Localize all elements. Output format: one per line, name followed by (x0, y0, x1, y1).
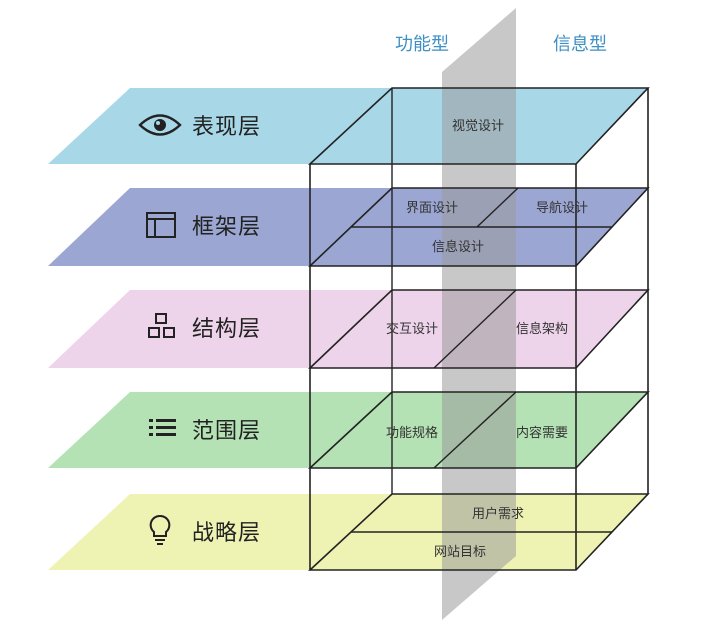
structure-split-diagonal (433, 289, 517, 369)
cell-navigation-design: 导航设计 (536, 200, 588, 216)
layer-surface (48, 88, 392, 164)
cell-site-objectives: 网站目标 (434, 545, 486, 560)
divider-band (442, 8, 516, 620)
layer-scope-band (48, 392, 392, 468)
layer-skeleton-band (48, 188, 392, 266)
layer-skeleton (48, 188, 392, 266)
cell-interface-design: 界面设计 (406, 201, 458, 216)
layer-scope-name: 范围层 (192, 419, 261, 444)
eye-icon (138, 114, 182, 136)
layer-strategy-name: 战略层 (192, 521, 261, 546)
layer-strategy-band (48, 494, 392, 570)
window-icon (146, 212, 176, 238)
layer-structure-band (48, 290, 392, 368)
layer-surface-band (48, 88, 392, 164)
layer-strategy (48, 494, 392, 570)
hierarchy-icon (148, 313, 175, 338)
column-functional-label: 功能型 (395, 34, 449, 55)
list-icon (149, 419, 176, 436)
layer-structure-name: 结构层 (192, 317, 261, 342)
cell-user-needs: 用户需求 (472, 506, 524, 522)
cell-visual-design: 视觉设计 (452, 119, 504, 134)
layer-surface-name: 表现层 (192, 115, 261, 140)
column-informational-label: 信息型 (553, 34, 607, 55)
layer-skeleton-name: 框架层 (192, 215, 261, 240)
scope-split-diagonal (433, 391, 517, 469)
cell-information-design: 信息设计 (432, 239, 484, 255)
layer-scope (48, 392, 392, 468)
lightbulb-icon (149, 514, 171, 545)
skeleton-split-diagonal (476, 187, 519, 228)
cell-content-requirements: 内容需要 (516, 425, 568, 441)
box-frame (307, 87, 650, 571)
cell-functional-specs: 功能规格 (386, 425, 438, 441)
cell-interaction-design: 交互设计 (386, 321, 438, 337)
cell-information-architecture: 信息架构 (516, 321, 568, 337)
layer-structure (48, 290, 392, 368)
